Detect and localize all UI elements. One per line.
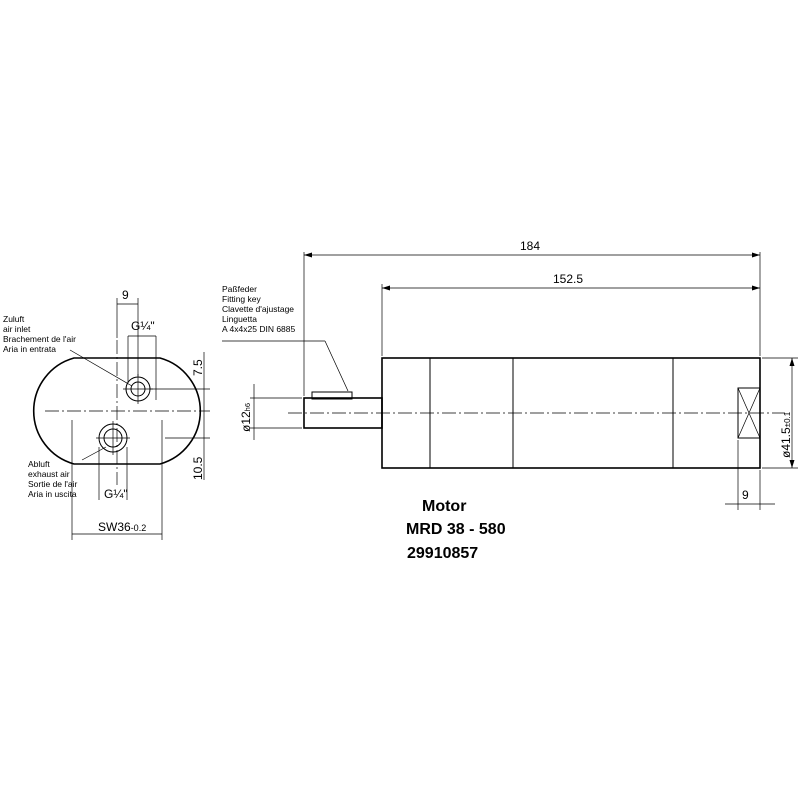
title-line-3: 29910857 <box>407 545 478 562</box>
dim-total-length: 184 <box>520 239 540 253</box>
end-view-body-outline <box>32 357 202 465</box>
dim-outlet-vertical: 10.5 <box>191 456 205 480</box>
across-flats-dimension: SW36-0.2 <box>98 520 146 534</box>
fitting-key-label: Paßfeder Fitting key Clavette d'ajustage… <box>222 284 296 334</box>
side-view: 184 152.5 Paßfeder Fitting key Clavette … <box>222 239 798 510</box>
title-line-2: MRD 38 - 580 <box>406 521 506 538</box>
end-view: 9 G¼" 7.5 10.5 Zuluft air inlet Bracheme… <box>3 288 210 540</box>
title-line-1: Motor <box>422 498 466 515</box>
outlet-label: Abluft exhaust air Sortie de l'air Aria … <box>28 459 80 499</box>
shaft-diameter: ø12h6 <box>239 403 253 432</box>
dim-rear-flat: 9 <box>742 488 749 502</box>
title-block: Motor MRD 38 - 580 29910857 <box>406 498 506 562</box>
fitting-key <box>311 391 353 400</box>
inlet-thread-label: G¼" <box>131 319 155 333</box>
inlet-label: Zuluft air inlet Brachement de l'air Ari… <box>3 314 78 354</box>
dim-inlet-vertical: 7.5 <box>191 359 205 376</box>
outlet-thread-label: G¼" <box>104 487 128 501</box>
body-diameter: ø41.5±0.1 <box>779 411 793 458</box>
dim-body-length: 152.5 <box>553 272 583 286</box>
dim-inlet-offset: 9 <box>122 288 129 302</box>
